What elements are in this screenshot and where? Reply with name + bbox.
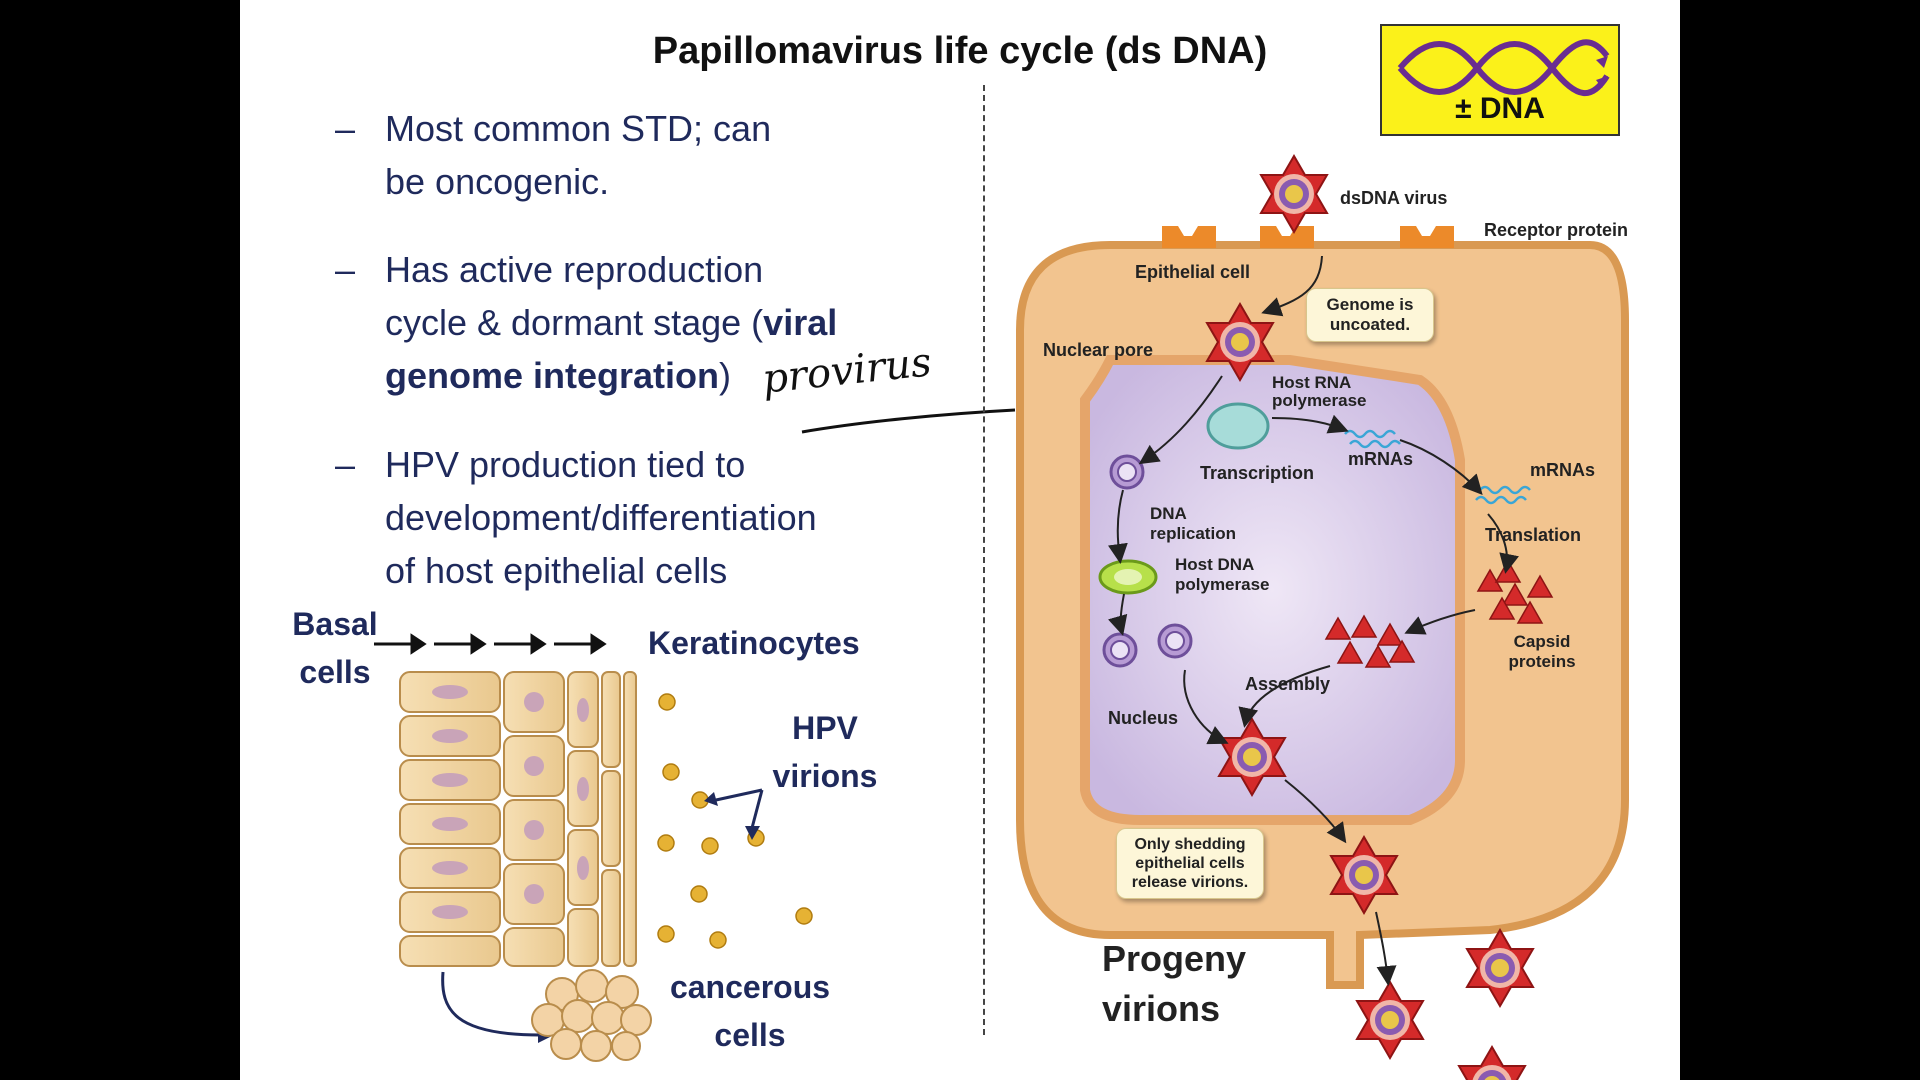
dna-badge: ± DNA <box>1380 24 1620 136</box>
cancer-label-line-2: cells <box>714 1017 786 1053</box>
note-shedding: Only shedding epithelial cells release v… <box>1116 828 1264 899</box>
label-translation: Translation <box>1485 525 1582 545</box>
dna-badge-label: ± DNA <box>1455 92 1545 125</box>
label-nuclear-pore: Nuclear pore <box>1043 340 1154 360</box>
dna-helix-icon <box>1397 39 1610 96</box>
bullet-1-line-1: Most common STD; can <box>385 108 772 149</box>
label-nucleus: Nucleus <box>1108 708 1179 728</box>
column-divider <box>983 85 985 1035</box>
bullet-2-line-2-bold: viral <box>763 302 838 343</box>
bullet-3-line-1: HPV production tied to <box>385 444 746 485</box>
hpv-label-line-1: HPV <box>792 710 858 746</box>
bullet-2-line-3: genome integration) <box>385 349 985 402</box>
keratinocytes-label: Keratinocytes <box>648 625 860 661</box>
dna-pol-line-2: polymerase <box>1175 575 1270 594</box>
bullet-dash: – <box>335 444 356 485</box>
label-assembly: Assembly <box>1245 674 1331 694</box>
dna-pol-line-1: Host DNA <box>1175 555 1255 574</box>
label-host-rna-polymerase: Host RNA polymerase <box>1272 374 1367 410</box>
bullet-2-line-2-plain: cycle & dormant stage ( <box>385 302 764 343</box>
bullet-dash: – <box>335 108 356 149</box>
label-capsid-proteins: Capsid proteins <box>1502 632 1582 672</box>
bullet-3-line-3: of host epithelial cells <box>385 550 728 591</box>
label-progeny-virions: Progeny virions <box>1102 934 1246 1034</box>
note-uncoated-line-2: uncoated. <box>1329 315 1411 334</box>
capsid-line-2: proteins <box>1508 652 1576 671</box>
progeny-line-1: Progeny <box>1102 938 1247 979</box>
basal-cells-label: Basal cells <box>285 600 385 696</box>
label-mrnas-nucleus: mRNAs <box>1348 449 1414 469</box>
bullet-1-line-2: be oncogenic. <box>385 161 610 202</box>
hpv-label-line-2: virions <box>772 758 878 794</box>
rna-pol-line-2: polymerase <box>1272 391 1367 410</box>
label-host-dna-polymerase: Host DNA polymerase <box>1175 555 1270 595</box>
cancer-label-line-1: cancerous <box>669 969 831 1005</box>
life-cycle-diagram <box>1016 155 1629 1080</box>
dna-rep-line-2: replication <box>1150 524 1236 543</box>
cancerous-cells-label: cancerous cells <box>660 963 840 1059</box>
basal-label-line-2: cells <box>299 654 371 690</box>
rna-pol-line-1: Host RNA <box>1272 373 1352 392</box>
label-epithelial-cell: Epithelial cell <box>1135 262 1251 282</box>
note-shedding-line-2: epithelial cells <box>1135 855 1245 872</box>
label-mrnas-cytoplasm: mRNAs <box>1530 460 1596 480</box>
bullet-2-line-3-plain: ) <box>719 355 732 396</box>
bullet-2-line-2: cycle & dormant stage (viral <box>385 296 985 349</box>
label-dsdna-virus: dsDNA virus <box>1340 188 1448 208</box>
label-dna-replication: DNA replication <box>1150 504 1236 544</box>
label-receptor-protein: Receptor protein <box>1484 220 1629 240</box>
note-shedding-line-3: release virions. <box>1131 874 1249 891</box>
note-genome-uncoated: Genome is uncoated. <box>1306 288 1434 342</box>
basal-label-line-1: Basal <box>292 606 378 642</box>
note-shedding-line-1: Only shedding <box>1134 836 1246 853</box>
slide: Papillomavirus life cycle (ds DNA) ± DNA… <box>240 0 1680 1080</box>
dna-rep-line-1: DNA <box>1150 504 1187 523</box>
bullet-3-line-2: development/differentiation <box>385 497 817 538</box>
progeny-line-2: virions <box>1102 988 1221 1029</box>
hpv-virions-label: HPV virions <box>765 704 885 800</box>
bullet-dash: – <box>335 249 356 290</box>
slide-title: Papillomavirus life cycle (ds DNA) <box>652 30 1268 72</box>
epithelium-illustration <box>374 633 813 1062</box>
bullet-2-line-3-bold: genome integration <box>385 355 720 396</box>
bullet-2-line-1: Has active reproduction <box>385 249 764 290</box>
note-uncoated-line-1: Genome is <box>1326 295 1414 314</box>
label-transcription: Transcription <box>1200 463 1315 483</box>
capsid-line-1: Capsid <box>1513 632 1571 651</box>
